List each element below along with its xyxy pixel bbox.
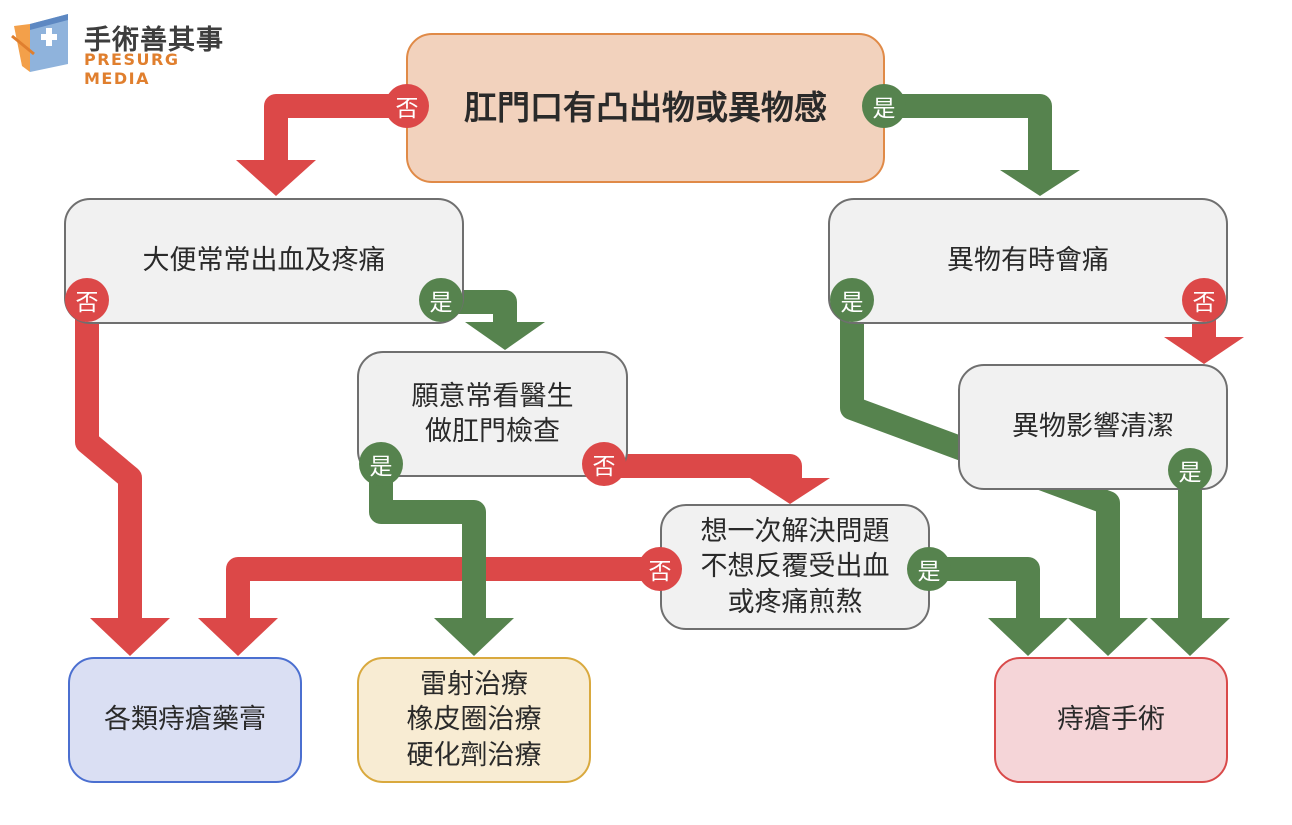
label-bleeding-yes: 是 [419,278,463,322]
connector-willing-no [604,454,802,482]
label-once-no: 否 [638,547,682,591]
node-hygiene-question: 異物影響清潔 [958,364,1228,490]
logo-mark-icon [11,14,68,72]
brand-logo: 手術善其事 PRESURG MEDIA [8,10,248,88]
arrowhead-to-hygiene [1164,337,1244,364]
logo-name-chinese: 手術善其事 [84,25,224,56]
node-root-question: 肛門口有凸出物或異物感 [406,33,885,183]
connector-willing-yes [369,466,486,622]
arrowhead-to-laser [434,618,514,656]
connector-root-yes [884,94,1052,173]
result-surgery: 痔瘡手術 [994,657,1228,783]
arrowhead-surgery-right [1150,618,1230,656]
connector-once-yes [929,557,1040,622]
result-laser-treatments: 雷射治療 橡皮圈治療 硬化劑治療 [357,657,591,783]
label-foreign-pain-no: 否 [1182,278,1226,322]
label-bleeding-no: 否 [65,278,109,322]
label-foreign-pain-yes: 是 [830,278,874,322]
arrowhead-ointment-right [198,618,278,656]
node-foreign-pain-question: 異物有時會痛 [828,198,1228,324]
label-root-no: 否 [385,84,429,128]
label-hygiene-yes: 是 [1168,448,1212,492]
node-once-question: 想一次解決問題 不想反覆受出血 或疼痛煎熬 [660,504,930,630]
arrowhead-surgery-middle [1068,618,1148,656]
arrowhead-to-willing [465,322,545,350]
label-willing-no: 否 [582,442,626,486]
connector-root-no [264,94,400,165]
result-ointment: 各類痔瘡藥膏 [68,657,302,783]
arrowhead-to-once [750,478,830,504]
arrowhead-to-bleeding [236,160,316,196]
label-once-yes: 是 [907,547,951,591]
connector-bleeding-no [75,302,142,622]
node-bleeding-question: 大便常常出血及疼痛 [64,198,464,324]
connector-once-no [226,557,660,622]
label-willing-yes: 是 [359,442,403,486]
label-root-yes: 是 [862,84,906,128]
arrowhead-ointment-left [90,618,170,656]
logo-name-english: PRESURG MEDIA [84,50,180,88]
arrowhead-surgery-left [988,618,1068,656]
arrowhead-to-foreign-pain [1000,170,1080,196]
